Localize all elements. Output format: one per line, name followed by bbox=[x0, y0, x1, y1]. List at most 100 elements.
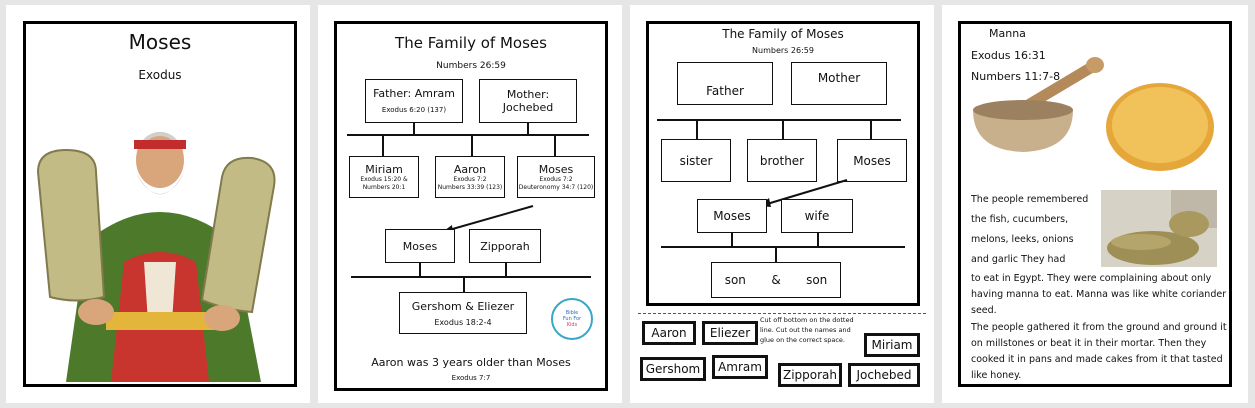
son-2-label: son bbox=[806, 273, 828, 287]
manna-lines-top: The people remembered the fish, cucumber… bbox=[971, 190, 1099, 270]
sons-connector bbox=[463, 276, 465, 294]
cut-instructions: Cut off bottom on the dotted line. Cut o… bbox=[760, 316, 854, 344]
cover-title: Moses bbox=[128, 30, 192, 54]
moses-child-label: Moses bbox=[853, 153, 891, 168]
parents-line bbox=[347, 134, 589, 136]
brother-label: brother bbox=[759, 153, 805, 168]
husband-connector bbox=[731, 233, 733, 246]
child-ref-1: Exodus 7:2 bbox=[453, 175, 487, 183]
sister-box: sister bbox=[661, 139, 731, 182]
logo-line-2: Fun For bbox=[562, 316, 582, 322]
father-ref: Exodus 6:20 (137) bbox=[381, 106, 447, 114]
page-family-chart: The Family of Moses Numbers 26:59 Father… bbox=[318, 5, 622, 403]
son-1-label: son bbox=[724, 273, 746, 287]
manna-paragraph-1: to eat in Egypt. They were complaining a… bbox=[971, 273, 1227, 316]
mother-connector bbox=[527, 123, 529, 134]
sons-ref: Exodus 18:2-4 bbox=[434, 317, 492, 327]
manna-ref-2: Numbers 11:7-8 bbox=[971, 70, 1061, 83]
moses-child-box: Moses bbox=[837, 139, 907, 182]
child-ref-1: Exodus 7:2 bbox=[539, 175, 573, 183]
page-family-worksheet: The Family of Moses Numbers 26:59 Father… bbox=[630, 5, 934, 403]
cut-line[interactable] bbox=[638, 313, 926, 314]
age-note: Aaron was 3 years older than Moses bbox=[371, 356, 571, 369]
text-line: melons, leeks, onions bbox=[971, 234, 1074, 245]
child3-connector bbox=[870, 119, 872, 139]
couple-name: Zipporah bbox=[480, 239, 530, 253]
father-box: Father: Amram Exodus 6:20 (137) bbox=[365, 79, 463, 123]
name-card-aaron[interactable]: Aaron bbox=[642, 321, 696, 345]
cover-frame: Moses Exodus bbox=[23, 21, 297, 387]
moses-tablets-illustration bbox=[36, 132, 276, 382]
child-box-aaron: Aaron Exodus 7:2 Numbers 33:39 (123) bbox=[435, 156, 505, 198]
name-card-amram[interactable]: Amram bbox=[712, 355, 768, 379]
child1-connector bbox=[382, 134, 384, 156]
name-card-eliezer[interactable]: Eliezer bbox=[702, 321, 758, 345]
name-card-miriam[interactable]: Miriam bbox=[864, 333, 920, 357]
child-name: Moses bbox=[538, 162, 574, 176]
father-blank-box: Father bbox=[677, 62, 773, 105]
couple-name: Moses bbox=[402, 239, 438, 253]
child-name: Miriam bbox=[365, 162, 403, 176]
child-ref-2: Numbers 20:1 bbox=[362, 183, 406, 191]
family-chart-frame: The Family of Moses Numbers 26:59 Father… bbox=[334, 21, 608, 391]
sons-connector bbox=[775, 246, 777, 262]
mother-box: Mother: Jochebed bbox=[479, 79, 577, 123]
sons-label: Gershom & Eliezer bbox=[411, 299, 515, 313]
child-name: Aaron bbox=[453, 162, 487, 176]
text-line: The people remembered bbox=[971, 194, 1089, 205]
father-blank-label: Father bbox=[706, 84, 744, 98]
worksheet-frame: The Family of Moses Numbers 26:59 Father… bbox=[646, 21, 920, 306]
child3-connector bbox=[554, 134, 556, 156]
manna-paragraph-2: The people gathered it from the ground a… bbox=[971, 322, 1227, 381]
cover-subtitle: Exodus bbox=[138, 68, 182, 82]
mortar-pestle-image bbox=[973, 57, 1104, 152]
name-card-gershom[interactable]: Gershom bbox=[640, 357, 706, 381]
bible-fun-for-kids-logo: Bible Fun For Kids bbox=[551, 298, 593, 340]
couple-box-zipporah: Zipporah bbox=[469, 229, 541, 263]
moses-couple-label: Moses bbox=[713, 209, 751, 223]
father-label: Father: Amram bbox=[373, 87, 455, 100]
father-connector bbox=[413, 123, 415, 134]
child-ref-2: Deuteronomy 34:7 (120) bbox=[518, 183, 594, 191]
family-chart-title: The Family of Moses bbox=[395, 34, 547, 52]
couple-line bbox=[351, 276, 591, 278]
child2-connector bbox=[782, 119, 784, 139]
sister-label: sister bbox=[679, 153, 713, 168]
mother-label-2: Jochebed bbox=[502, 101, 554, 114]
coriander-seeds-image bbox=[1101, 190, 1217, 267]
wife-connector bbox=[505, 263, 507, 276]
sons-blank-box: son & son bbox=[711, 262, 841, 298]
name-card-jochebed[interactable]: Jochebed bbox=[848, 363, 920, 387]
child1-connector bbox=[696, 119, 698, 139]
page-manna: Manna Exodus 16:31 Numbers 11:7-8 The pe… bbox=[942, 5, 1248, 403]
couple-box-moses: Moses bbox=[385, 229, 455, 263]
age-note-ref: Exodus 7:7 bbox=[451, 374, 491, 382]
page-moses-cover: Moses Exodus bbox=[6, 5, 310, 403]
manna-frame: Manna Exodus 16:31 Numbers 11:7-8 The pe… bbox=[958, 21, 1232, 387]
sons-ampersand: & bbox=[771, 273, 781, 287]
logo-line-3: Kids bbox=[566, 322, 578, 328]
manna-ref-1: Exodus 16:31 bbox=[971, 49, 1046, 62]
mother-blank-box: Mother bbox=[791, 62, 887, 105]
manna-title: Manna bbox=[989, 27, 1026, 40]
worksheet-reference: Numbers 26:59 bbox=[752, 46, 814, 55]
child-ref-2: Numbers 33:39 (123) bbox=[437, 183, 503, 191]
child-box-moses: Moses Exodus 7:2 Deuteronomy 34:7 (120) bbox=[517, 156, 595, 198]
name-card-zipporah[interactable]: Zipporah bbox=[778, 363, 842, 387]
child2-connector bbox=[471, 134, 473, 156]
text-line: and garlic They had bbox=[971, 254, 1066, 265]
brother-box: brother bbox=[747, 139, 817, 182]
wife-label: wife bbox=[804, 209, 830, 223]
worksheet-title: The Family of Moses bbox=[722, 27, 844, 41]
logo-line-1: Bible bbox=[565, 310, 579, 316]
wife-connector bbox=[817, 233, 819, 246]
moses-couple-box: Moses bbox=[697, 199, 767, 233]
sons-box: Gershom & Eliezer Exodus 18:2-4 bbox=[399, 292, 527, 334]
manna-cake-image bbox=[1106, 83, 1214, 171]
child-box-miriam: Miriam Exodus 15:20 & Numbers 20:1 bbox=[349, 156, 419, 198]
parents-line bbox=[657, 119, 901, 121]
child-ref-1: Exodus 15:20 & bbox=[360, 175, 408, 183]
husband-connector bbox=[419, 263, 421, 276]
text-line: the fish, cucumbers, bbox=[971, 214, 1069, 225]
mother-label-1: Mother: bbox=[506, 88, 550, 101]
